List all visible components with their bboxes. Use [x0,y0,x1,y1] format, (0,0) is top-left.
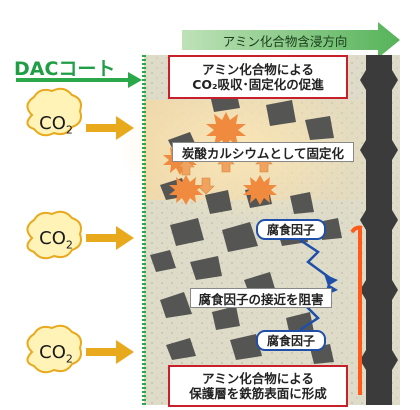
corrosion-factor-label: 腐食因子 [256,330,326,351]
dac-coat-arrow [16,72,142,88]
corrosion-factor-label: 腐食因子 [256,219,326,240]
co2-label: CO2 [39,113,73,137]
direction-label: アミン化合物含浸方向 [222,34,348,49]
block-approach-label: 腐食因子の接近を阻害 [190,288,332,308]
rebar [360,55,398,405]
dac-coat-label: DACコート [14,58,116,80]
direction-arrow [182,22,400,58]
co2-bubble-shapes [26,87,82,374]
protective-layer-box: アミン化合物による 保護層を鉄筋表面に形成 [168,365,348,407]
co2-absorption-box: アミン化合物による CO₂吸収･固定化の促進 [168,55,348,99]
co2-label: CO2 [39,228,73,252]
co2-label: CO2 [39,342,73,366]
co2-arrows [86,116,134,364]
protective-layer [358,228,362,395]
calcium-carbonate-label: 炭酸カルシウムとして固定化 [172,142,354,162]
